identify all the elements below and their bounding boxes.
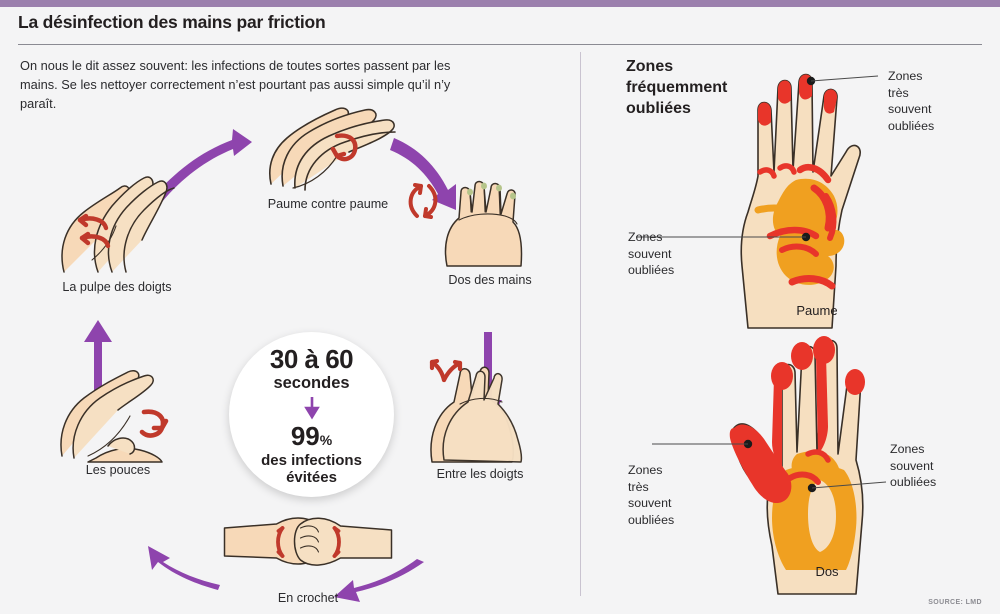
callout-line: Zones xyxy=(628,230,663,244)
step-label: Les pouces xyxy=(85,463,151,477)
step-label: Paume contre paume xyxy=(267,197,389,211)
callout-line: très xyxy=(628,479,649,494)
step-label: En crochet xyxy=(277,591,339,605)
top-accent-bar xyxy=(0,0,1000,7)
back-hand-label: Dos xyxy=(815,564,839,579)
down-arrow-icon xyxy=(303,396,320,419)
hands-art-fingertips xyxy=(42,170,192,275)
callout-line: souvent xyxy=(628,496,672,510)
duration-value: 30 à 60 xyxy=(269,343,354,374)
palm-hand-label: Paume xyxy=(796,303,838,318)
step-label: Dos des mains xyxy=(448,273,532,287)
callout-line: oubliées xyxy=(628,263,675,277)
duration-unit: secondes xyxy=(273,373,350,392)
step-en-crochet: En crochet xyxy=(213,498,403,614)
washing-cycle: Paume contre paume xyxy=(0,70,575,610)
step-la-pulpe-des-doigts: La pulpe des doigts xyxy=(22,170,212,300)
callout-line: souvent xyxy=(888,102,932,116)
palm-callout-very-often: Zones très souvent oubliées xyxy=(888,68,934,134)
step-label: La pulpe des doigts xyxy=(62,280,172,294)
hands-art-between-fingers xyxy=(410,352,550,464)
back-hand-diagram xyxy=(652,336,887,595)
palm-hand-diagram xyxy=(636,73,879,329)
heading-line-2: fréquemment xyxy=(626,79,728,96)
step-label: Entre les doigts xyxy=(436,467,524,481)
back-callout-very-often: Zones très souvent oubliées xyxy=(628,462,674,528)
right-panel-heading: Zones fréquemment oubliées xyxy=(626,56,727,119)
result-line-2: évitées xyxy=(286,468,337,486)
callout-line: oubliées xyxy=(888,118,935,133)
cycle-arrows xyxy=(84,129,502,602)
step-entre-les-doigts: Entre les doigts xyxy=(390,352,570,492)
callout-line: Zones xyxy=(628,463,663,477)
callout-line: oubliées xyxy=(890,475,937,489)
center-stat-badge: 30 à 60 secondes 99% des infections évit… xyxy=(229,332,394,497)
back-callout-often: Zones souvent oubliées xyxy=(890,441,936,491)
step-les-pouces: Les pouces xyxy=(28,350,208,490)
intro-paragraph: On nous le dit assez souvent: les infect… xyxy=(20,58,451,111)
result-value: 99 xyxy=(290,420,320,451)
palm-callout-often: Zones souvent oubliées xyxy=(628,229,674,279)
page-title: La désinfection des mains par friction xyxy=(18,12,326,32)
callout-line: Zones xyxy=(890,442,925,456)
step-dos-des-mains: Dos des mains xyxy=(405,170,575,300)
hands-art-palm-to-palm xyxy=(253,92,403,192)
callout-line: souvent xyxy=(890,458,934,473)
panel-divider xyxy=(580,52,581,596)
source-credit: SOURCE: LMD xyxy=(928,599,982,606)
callout-line: oubliées xyxy=(628,512,675,527)
red-rotation-arrows xyxy=(408,183,438,219)
heading-line-1: Zones xyxy=(626,58,674,75)
result-line-1: des infections xyxy=(261,451,362,469)
hands-art-back-of-hands xyxy=(425,170,555,270)
heading-line-3: oubliées xyxy=(626,100,691,117)
step-paume-contre-paume: Paume contre paume xyxy=(233,92,423,222)
result-number: 99% xyxy=(291,421,332,452)
callout-line: Zones xyxy=(888,69,923,83)
hands-art-thumbs xyxy=(48,350,188,463)
callout-line: très xyxy=(888,85,909,100)
hands-art-interlocked xyxy=(221,498,396,586)
percent-sign: % xyxy=(319,431,333,448)
callout-line: souvent xyxy=(628,246,672,261)
title-divider xyxy=(18,44,982,45)
